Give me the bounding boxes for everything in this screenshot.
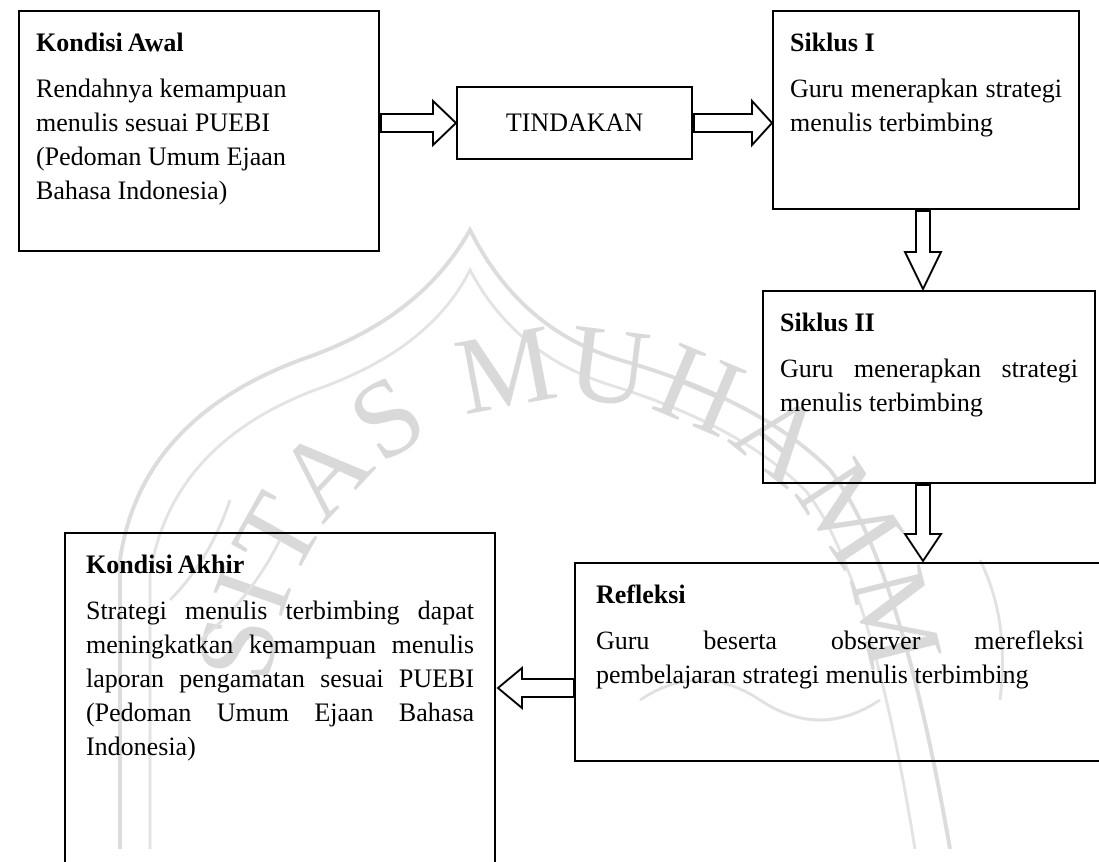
siklus-1-body: Guru menerapkan strategi menulis terbimb… (790, 74, 1062, 137)
refleksi-body: Guru beserta observer merefleksi pembela… (596, 626, 1084, 689)
arrow-tindakan-to-siklus1 (693, 98, 774, 148)
kondisi-akhir-box: Kondisi Akhir Strategi menulis terbimbin… (64, 532, 496, 862)
arrow-refleksi-to-akhir (496, 665, 575, 711)
arrow-siklus2-to-refleksi (903, 484, 943, 563)
kondisi-awal-box: Kondisi Awal Rendahnya kemampuan menulis… (18, 10, 380, 252)
tindakan-label: TINDAKAN (505, 108, 644, 137)
siklus-1-title: Siklus I (790, 28, 875, 57)
kondisi-akhir-title: Kondisi Akhir (86, 550, 245, 579)
refleksi-title: Refleksi (596, 580, 686, 609)
siklus-2-body: Guru menerapkan strategi menulis terbimb… (780, 354, 1078, 417)
tindakan-box: TINDAKAN (456, 86, 693, 160)
kondisi-akhir-body: Strategi menulis terbimbing dapat mening… (86, 596, 474, 761)
arrow-awal-to-tindakan (380, 98, 458, 148)
arrow-siklus1-to-siklus2 (903, 210, 943, 292)
kondisi-awal-body: Rendahnya kemampuan menulis sesuai PUEBI… (36, 74, 287, 205)
siklus-2-title: Siklus II (780, 308, 875, 337)
siklus-2-box: Siklus II Guru menerapkan strategi menul… (762, 290, 1096, 484)
siklus-1-box: Siklus I Guru menerapkan strategi menuli… (772, 10, 1080, 210)
refleksi-box: Refleksi Guru beserta observer merefleks… (574, 562, 1099, 762)
kondisi-awal-title: Kondisi Awal (36, 28, 184, 57)
